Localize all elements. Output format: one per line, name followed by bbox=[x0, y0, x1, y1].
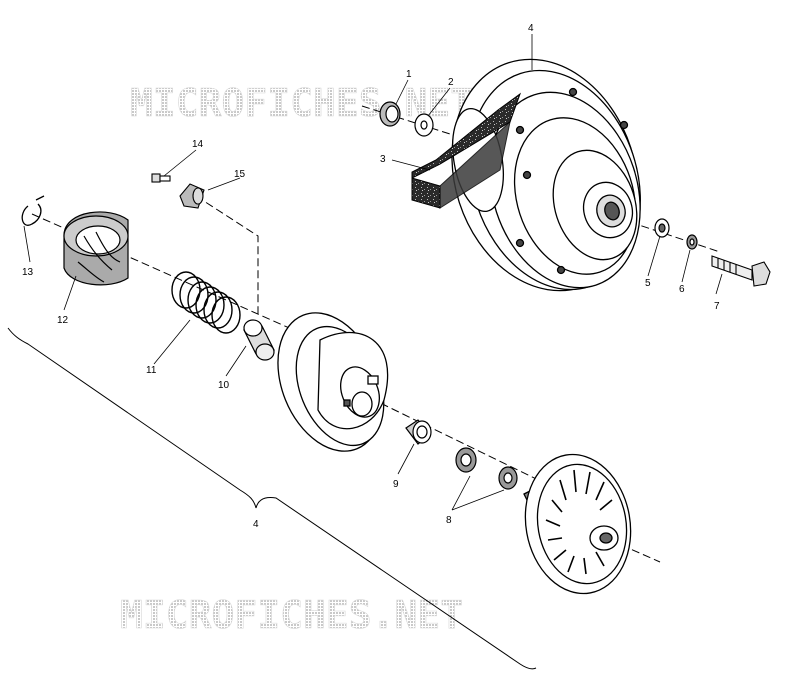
leader-lines bbox=[23, 34, 723, 511]
callout-4-bracket: 4 bbox=[253, 519, 259, 530]
callout-14: 14 bbox=[192, 139, 204, 150]
drive-belt bbox=[411, 92, 522, 209]
callout-13: 13 bbox=[22, 267, 34, 278]
callout-6: 6 bbox=[679, 284, 685, 295]
part-12-helix bbox=[63, 211, 129, 286]
callout-15: 15 bbox=[234, 169, 246, 180]
part-8-washers bbox=[455, 447, 518, 490]
part-1-bushing bbox=[379, 101, 401, 127]
callout-5: 5 bbox=[645, 278, 651, 289]
callout-7: 7 bbox=[714, 301, 720, 312]
part-6-lockwasher bbox=[686, 234, 698, 250]
callout-11: 11 bbox=[146, 365, 157, 376]
fixed-sheave bbox=[523, 453, 632, 595]
upper-axis bbox=[361, 105, 721, 253]
callout-1: 1 bbox=[406, 69, 412, 80]
callout-10: 10 bbox=[218, 380, 230, 391]
part-15-roller bbox=[179, 183, 205, 209]
part-9-bushing bbox=[405, 419, 432, 445]
group-bracket bbox=[7, 327, 537, 670]
part-11-spring bbox=[171, 271, 241, 334]
callout-9: 9 bbox=[393, 479, 399, 490]
moveable-sheave bbox=[277, 312, 389, 452]
watermark-bottom: MICROFICHES.NET bbox=[120, 593, 463, 637]
callout-2: 2 bbox=[448, 77, 454, 88]
callout-3: 3 bbox=[380, 154, 386, 165]
part-2-washer bbox=[414, 113, 434, 137]
part-10-bushing bbox=[243, 319, 275, 361]
callout-12: 12 bbox=[57, 315, 69, 326]
part-5-washer bbox=[654, 218, 670, 238]
part-7-bolt bbox=[711, 255, 771, 287]
watermark-top: MICROFICHES.NET bbox=[130, 81, 473, 125]
part-13-snap-ring bbox=[21, 195, 45, 226]
callout-4-top: 4 bbox=[528, 23, 534, 34]
part-14-screw bbox=[151, 173, 171, 183]
callout-8: 8 bbox=[446, 515, 452, 526]
